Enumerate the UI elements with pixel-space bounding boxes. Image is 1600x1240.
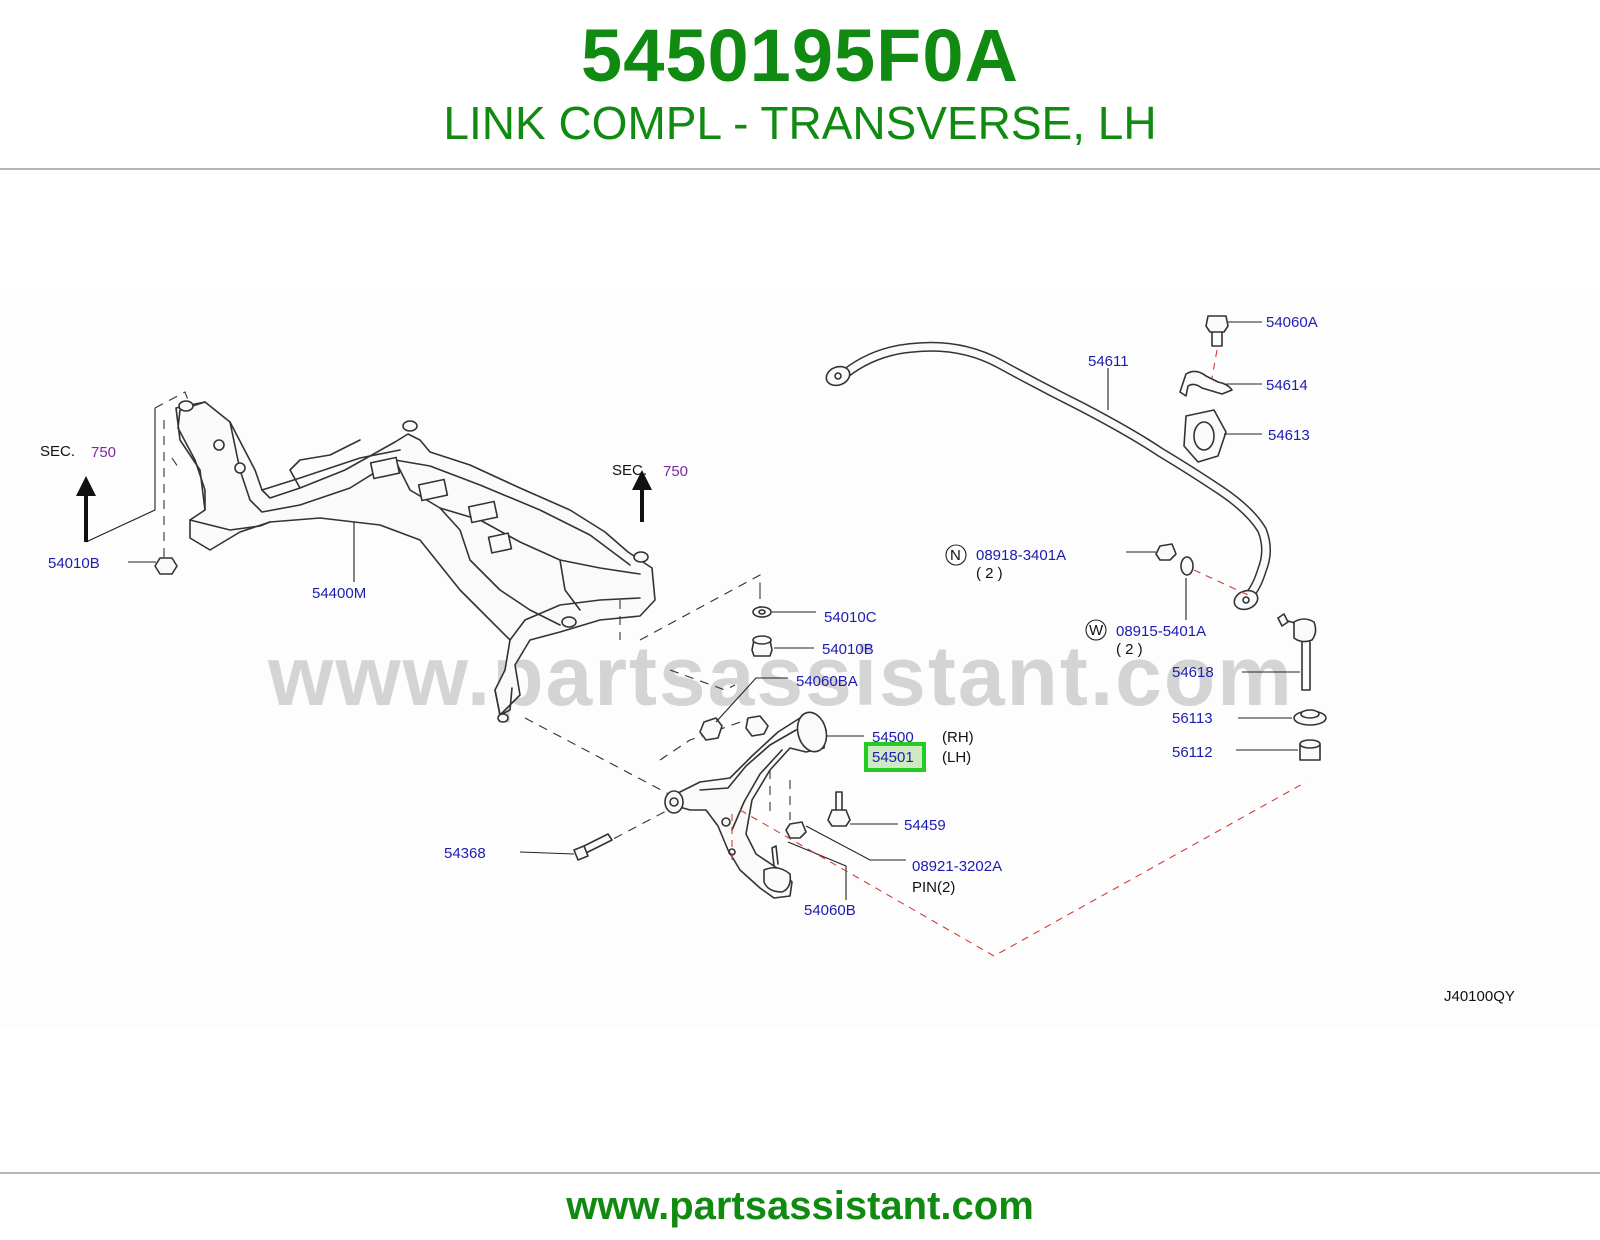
label-54060BA[interactable]: 54060BA (796, 673, 858, 690)
nut-54010B-left (154, 557, 178, 575)
washer-54010C (752, 606, 772, 618)
label-08915-qty: ( 2 ) (1116, 641, 1143, 658)
bolt-54368 (573, 833, 613, 861)
label-56112[interactable]: 56112 (1172, 744, 1213, 761)
nut-54060BA (699, 717, 723, 741)
label-54501-side: (LH) (942, 749, 971, 766)
highlight-54501[interactable] (864, 742, 926, 772)
nut-08918-3401A (1155, 543, 1177, 561)
page-header: 5450195F0A LINK COMPL - TRANSVERSE, LH (0, 0, 1600, 168)
footer-url-link[interactable]: www.partsassistant.com (566, 1184, 1034, 1228)
label-54010B-left[interactable]: 54010B (48, 555, 100, 572)
label-54010C[interactable]: 54010C (824, 609, 877, 626)
label-54613[interactable]: 54613 (1268, 427, 1310, 444)
label-08918-3401A[interactable]: 08918-3401A (976, 547, 1066, 564)
collar-56112 (1299, 739, 1321, 761)
stabilizer-link-54618 (1277, 613, 1317, 691)
label-54611[interactable]: 54611 (1088, 353, 1129, 370)
marker-W-circle (1085, 619, 1107, 641)
watermark-text: www.partsassistant.com (267, 629, 1294, 723)
label-54368[interactable]: 54368 (444, 845, 486, 862)
label-54459[interactable]: 54459 (904, 817, 946, 834)
bracket-54614 (1179, 370, 1233, 397)
washer-08915-5401A (1180, 556, 1194, 576)
label-54010B[interactable]: 54010B (822, 641, 874, 658)
label-54060B[interactable]: 54060B (804, 902, 856, 919)
label-54400M[interactable]: 54400M (312, 585, 366, 602)
label-54614[interactable]: 54614 (1266, 377, 1308, 394)
footer-divider (0, 1172, 1600, 1174)
transverse-link-54501 (664, 711, 828, 899)
section-ref-right-number[interactable]: 750 (663, 463, 688, 480)
marker-N: N (950, 547, 961, 564)
label-08918-qty: ( 2 ) (976, 565, 1003, 582)
part-number-title: 5450195F0A (581, 14, 1019, 97)
crossmember-54400M (175, 400, 656, 723)
label-08921-3202A[interactable]: 08921-3202A (912, 858, 1002, 875)
label-56113[interactable]: 56113 (1172, 710, 1213, 727)
section-ref-left-prefix[interactable]: SEC. (40, 443, 75, 460)
section-ref-left-number[interactable]: 750 (91, 444, 116, 461)
header-divider (0, 168, 1600, 170)
section-ref-right-prefix[interactable]: SEC. (612, 462, 647, 479)
marker-N-circle (945, 544, 967, 566)
diagram-panel (0, 288, 1600, 1028)
label-54500[interactable]: 54500 (872, 729, 914, 746)
label-54501[interactable]: 54501 (872, 749, 914, 766)
marker-W: W (1089, 622, 1104, 639)
part-description: LINK COMPL - TRANSVERSE, LH (443, 97, 1157, 149)
label-54618[interactable]: 54618 (1172, 664, 1214, 681)
parts-diagram: www.partsassistant.com SEC. 750 SEC (0, 288, 1600, 1028)
bolt-54060A (1205, 315, 1229, 347)
bushing-56113 (1293, 709, 1327, 726)
diagram-code: J40100QY (1444, 988, 1515, 1005)
bushing-54613 (1183, 409, 1227, 463)
stabilizer-bar-54611 (825, 341, 1271, 611)
label-54060A[interactable]: 54060A (1266, 314, 1318, 331)
label-54500-side: (RH) (942, 729, 974, 746)
label-08915-5401A[interactable]: 08915-5401A (1116, 623, 1206, 640)
bolt-54459 (827, 791, 851, 827)
pin-08921-3202A (785, 821, 807, 839)
label-08921-note: PIN(2) (912, 879, 955, 896)
